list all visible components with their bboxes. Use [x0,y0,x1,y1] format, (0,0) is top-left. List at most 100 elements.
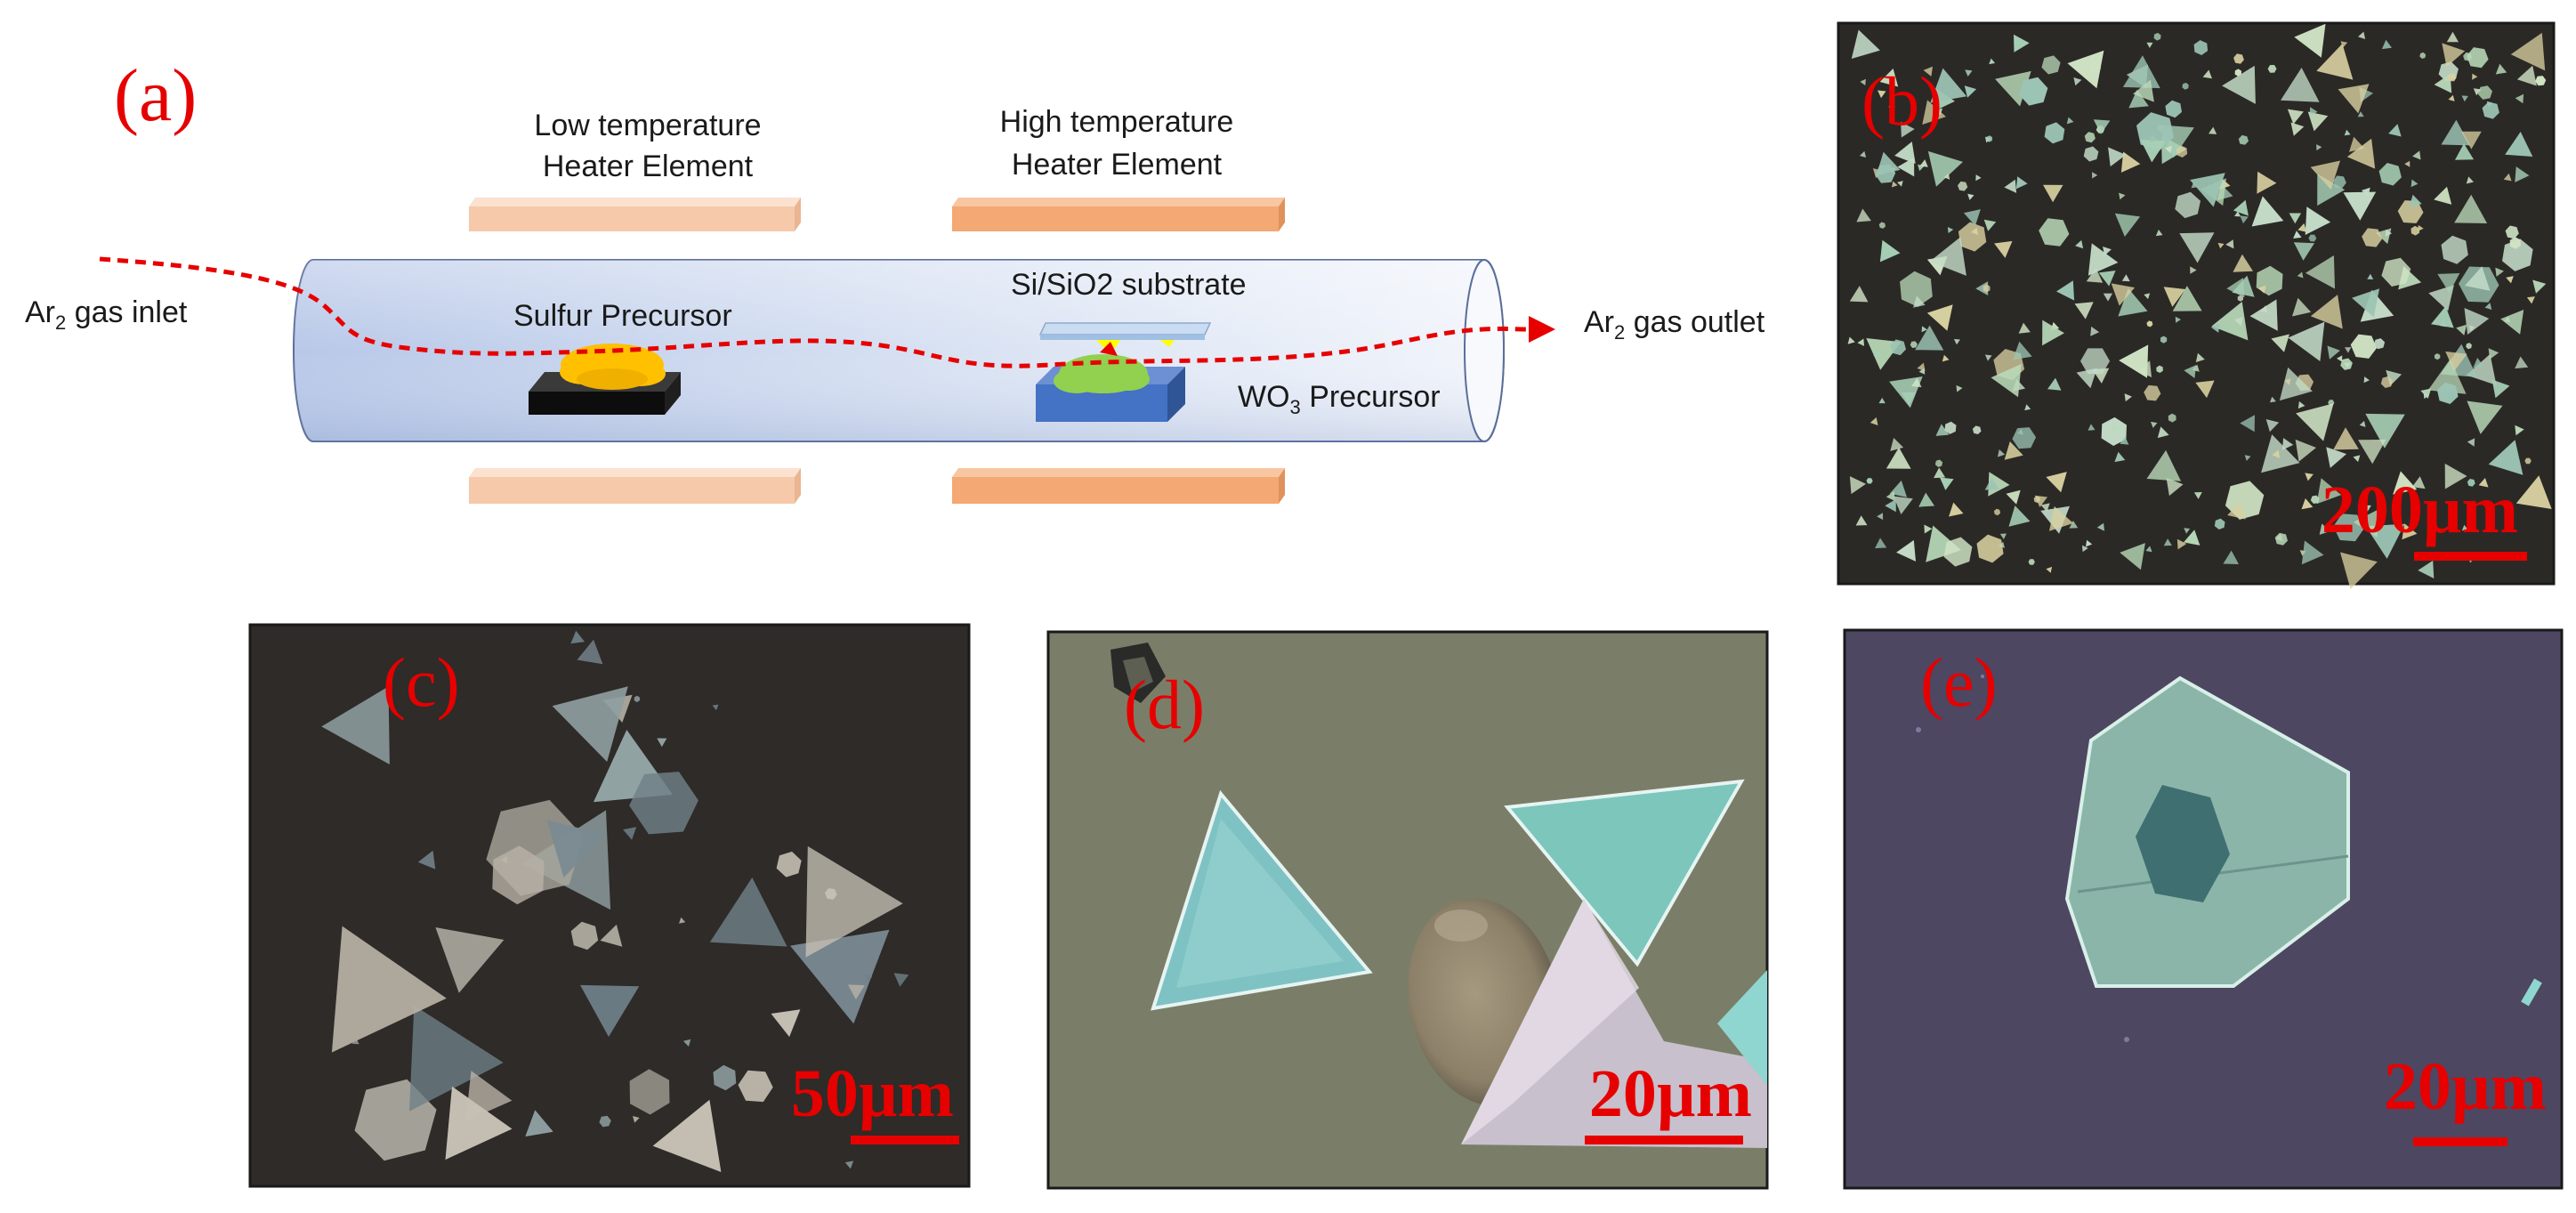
flake [445,1086,513,1160]
flake [2193,492,2202,499]
flake [1975,281,1989,295]
flake [2155,230,2163,237]
flake [1958,181,1968,191]
flake [1935,424,1950,436]
flake [1967,193,1974,200]
flake [1860,150,1867,158]
panel-e-debris [1916,675,2542,1042]
flake [2441,119,2470,146]
flake [2454,194,2488,223]
flake [2495,63,2507,75]
flake [2172,286,2202,311]
flake [2006,489,2021,505]
flake [2535,76,2547,86]
flake [2427,359,2467,394]
scale-bar-label-e: 20µm [2384,1049,2547,1124]
flake [2502,239,2533,271]
flake [2473,88,2482,96]
flake [2337,355,2343,362]
panel-label-c: (c) [383,643,460,721]
flake [2211,302,2249,341]
flake [2281,438,2294,450]
flake [2271,334,2289,352]
flake [2296,403,2334,441]
flake [2350,334,2378,359]
flake [1892,181,1898,188]
flake [2412,150,2421,160]
flake [2267,65,2277,73]
flake [2028,559,2035,565]
flake [2503,173,2512,182]
flake [2210,323,2220,333]
flake [2190,266,2197,274]
flake [2293,230,2302,239]
flake [409,1005,504,1112]
flake [1879,69,1899,87]
flake [2146,320,2153,328]
flake [2114,213,2141,237]
flake [2477,85,2492,100]
flake [2301,540,2324,565]
flake [2352,288,2380,318]
flake [629,772,699,835]
scale-bar-e [2413,1137,2507,1146]
flake [2515,93,2524,104]
flake [2354,509,2379,538]
flake [790,929,890,1024]
flake [1926,304,1953,331]
flake [2333,514,2364,542]
flake [2338,84,2370,114]
panel-d-micrograph: (d) 20µm [1046,630,1769,1190]
flake [2378,163,2402,186]
flake [1855,515,1868,526]
flake [2118,287,2148,317]
flake [2233,53,2244,64]
flake [2305,473,2314,481]
flake [1910,341,1918,348]
flake [1911,377,1922,388]
flake [2240,215,2249,224]
flake [2343,191,2377,221]
flake [2080,348,2111,375]
flake [2165,100,2182,118]
flake [2073,77,2082,86]
flake [1964,85,1977,98]
flake [2163,287,2186,307]
flake [2431,306,2454,328]
flake [1857,338,1864,346]
flake [865,975,873,983]
flake [2290,122,2305,136]
flake [2409,194,2422,207]
flake [2444,463,2467,489]
flake [2093,119,2111,134]
flake [2305,255,2335,289]
flake [2516,65,2537,86]
flake [2340,552,2378,589]
flake [844,1160,854,1169]
flake [633,1116,640,1123]
flake [1879,239,1901,263]
flake [2119,192,2126,200]
flake [1989,58,1996,65]
flake [2234,211,2241,217]
flake [2168,413,2176,423]
flake [2108,147,2127,167]
flake [2018,322,2031,334]
flake [2136,360,2152,377]
flake [1976,534,2004,563]
flake [2223,550,2239,564]
flake [1886,491,1895,501]
flake [2233,254,2253,272]
flake [2098,271,2116,287]
flake [2042,319,2064,346]
flake [2467,47,2489,69]
flake [1942,354,1950,362]
sulfur-precursor-label: Sulfur Precursor [513,299,732,333]
flake [2234,317,2243,327]
flake [2165,146,2173,153]
flake [1897,181,1903,187]
flake [2419,52,2427,59]
si-sio2-substrate [1038,322,1212,340]
flake [2012,341,2032,360]
